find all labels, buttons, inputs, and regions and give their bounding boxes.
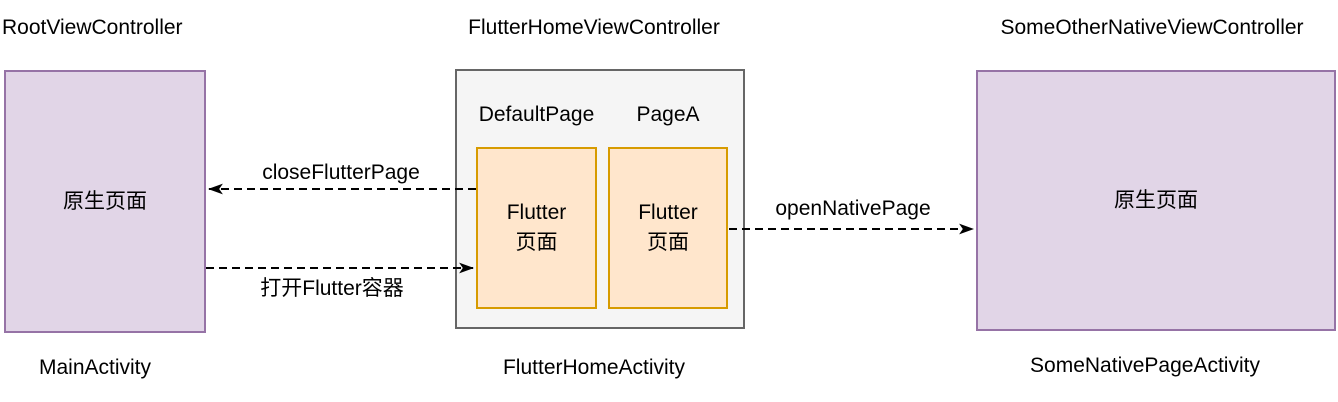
- flutter-page-default-line2: 页面: [515, 231, 558, 254]
- right-native-page-label: 原生页面: [1114, 188, 1198, 212]
- right-native-page-box: 原生页面: [976, 70, 1336, 331]
- open-flutter-container-label: 打开Flutter容器: [260, 277, 404, 300]
- default-page-label: DefaultPage: [478, 103, 595, 126]
- flutter-container-box: DefaultPage PageA Flutter 页面 Flutter 页面: [455, 69, 745, 329]
- flutter-page-box-a: Flutter 页面: [608, 147, 728, 309]
- page-a-label: PageA: [636, 103, 700, 126]
- flutter-page-default-line1: Flutter: [506, 201, 567, 224]
- left-controller-title: RootViewController: [2, 16, 183, 39]
- open-native-page-label: openNativePage: [775, 197, 931, 220]
- right-activity-label: SomeNativePageActivity: [1030, 354, 1260, 377]
- left-native-page-box: 原生页面: [4, 70, 206, 333]
- middle-controller-title: FlutterHomeViewController: [468, 16, 720, 39]
- flutter-page-a-line1: Flutter: [638, 201, 698, 224]
- right-controller-title: SomeOtherNativeViewController: [1000, 16, 1304, 39]
- flutter-page-a-line2: 页面: [647, 231, 689, 254]
- left-activity-label: MainActivity: [38, 356, 152, 379]
- left-native-page-label: 原生页面: [63, 189, 147, 213]
- close-flutter-page-label: closeFlutterPage: [262, 161, 420, 184]
- middle-activity-label: FlutterHomeActivity: [502, 356, 686, 379]
- flutter-page-box-default: Flutter 页面: [476, 147, 597, 309]
